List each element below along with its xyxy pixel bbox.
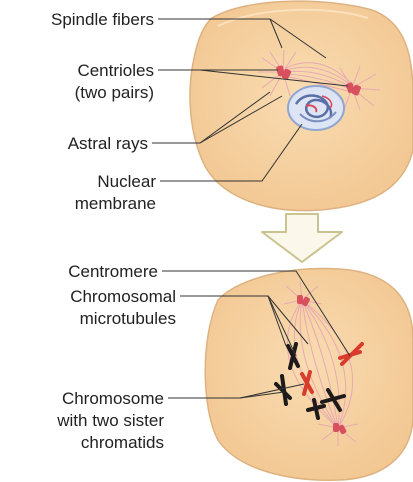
label-centromere: Centromere	[68, 262, 158, 281]
label-astral-rays: Astral rays	[68, 134, 148, 153]
label-nuclear-line2: membrane	[75, 194, 156, 213]
label-chromosomal-line2: microtubules	[80, 309, 176, 328]
top-cell	[190, 1, 413, 210]
label-chromosome-line1: Chromosome	[62, 389, 164, 408]
label-centrioles-line2: (two pairs)	[75, 83, 154, 102]
bottom-cell	[205, 268, 413, 480]
label-spindle-fibers: Spindle fibers	[51, 10, 154, 29]
label-chromosome-line3: chromatids	[81, 433, 164, 452]
nucleus	[288, 86, 344, 130]
label-chromosomal-line1: Chromosomal	[70, 287, 176, 306]
label-nuclear-line1: Nuclear	[97, 172, 156, 191]
label-centrioles-line1: Centrioles	[77, 61, 154, 80]
label-chromosome-line2: with two sister	[56, 411, 164, 430]
down-arrow	[262, 214, 342, 262]
